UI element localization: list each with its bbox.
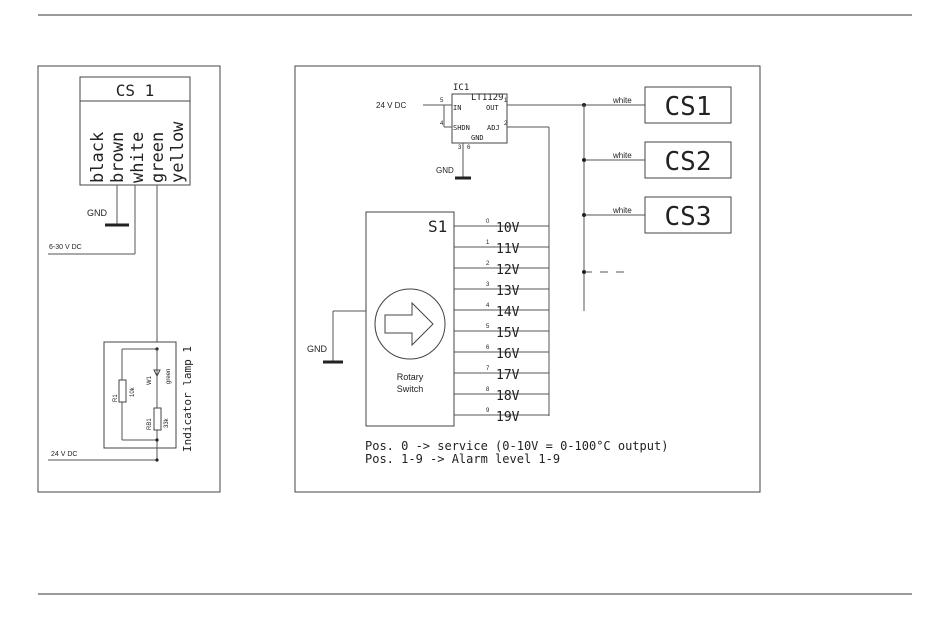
position-label: 19V [496, 410, 520, 425]
position-num: 9 [486, 408, 490, 414]
position-label: 10V [496, 221, 520, 236]
indicator-lamp-label: Indicator lamp 1 [181, 346, 194, 452]
supply2-label: 24 V DC [51, 451, 77, 458]
position-num: 8 [486, 387, 490, 393]
gnd-label: GND [87, 208, 108, 218]
wire-label-cs2: white [612, 151, 632, 160]
position-label: 15V [496, 326, 520, 341]
position-row-2: 2 12V [454, 261, 549, 278]
sensor-cs3-label: CS3 [665, 202, 712, 232]
position-row-5: 5 15V [454, 324, 549, 341]
switch-gnd-label: GND [307, 344, 328, 354]
wire-label-brown: brown [108, 132, 128, 183]
ic-pin-num-gnd-a: 3 [458, 145, 462, 151]
right-panel: IC1 LT1129 IN OUT SHDN ADJ GND 5 1 4 2 3… [294, 65, 761, 493]
position-label: 17V [496, 368, 520, 383]
ic-pin-in: IN [453, 104, 461, 112]
position-num: 2 [486, 261, 490, 267]
wire-label-green: green [148, 132, 168, 183]
junction-dot [582, 158, 586, 162]
position-num: 6 [486, 345, 490, 351]
led-symbol [153, 369, 161, 378]
resistor-r1 [118, 379, 127, 403]
ic-pin-shdn: SHDN [453, 124, 470, 132]
position-label: 16V [496, 347, 520, 362]
position-label: 18V [496, 389, 520, 404]
wire-label-white: white [128, 132, 148, 183]
junction-dot [155, 458, 159, 462]
note-line2: Pos. 1-9 -> Alarm level 1-9 [365, 452, 560, 466]
position-label: 12V [496, 263, 520, 278]
sensor-cs1 [644, 86, 732, 124]
led-color-label: green [166, 369, 172, 384]
ic-lt1129 [451, 93, 508, 144]
sensor-cs2-label: CS2 [665, 147, 712, 177]
position-label: 11V [496, 242, 520, 257]
note-line1: Pos. 0 -> service (0-10V = 0-100°C outpu… [365, 439, 668, 453]
ic-pin-num-adj: 2 [504, 121, 508, 127]
position-num: 7 [486, 366, 490, 372]
wire-label-cs1: white [612, 96, 632, 105]
ic-supply-label: 24 V DC [376, 101, 406, 110]
position-rows: 0 10V 1 11V 2 12V 3 13V 4 14V [454, 219, 549, 425]
arrow-right-icon [384, 301, 434, 347]
ic-pin-num-shdn: 4 [440, 121, 444, 127]
left-panel-frame [37, 65, 221, 493]
ic-pin-out: OUT [486, 104, 499, 112]
position-num: 5 [486, 324, 490, 330]
switch-caption-line1: Rotary [397, 372, 424, 382]
position-row-1: 1 11V [454, 240, 549, 257]
rb1-value: 33k [164, 417, 170, 428]
ic-pin-num-out: 1 [504, 98, 508, 104]
ic-gnd-label: GND [436, 166, 454, 175]
position-label: 13V [496, 284, 520, 299]
position-num: 3 [486, 282, 490, 288]
position-row-8: 8 18V [454, 387, 549, 404]
position-row-4: 4 14V [454, 303, 549, 320]
sensor-cs2 [644, 141, 732, 179]
left-panel: CS 1 black brown white green yellow GND … [37, 65, 221, 493]
connector-cs1 [79, 76, 191, 186]
right-panel-frame [294, 65, 761, 493]
wire-label-black: black [88, 132, 108, 183]
indicator-lamp-box [103, 341, 177, 449]
ic-pin-num-in: 5 [440, 98, 444, 104]
junction-dot [155, 438, 159, 442]
sensor-cs1-label: CS1 [665, 92, 712, 122]
position-num: 1 [486, 240, 490, 246]
switch-caption-line2: Switch [397, 384, 424, 394]
wire-labels: black brown white green yellow [88, 121, 188, 183]
position-num: 0 [486, 219, 490, 225]
ic-pin-gnd: GND [471, 134, 484, 142]
position-row-6: 6 16V [454, 345, 549, 362]
ic-part: LT1129 [471, 93, 504, 103]
position-num: 4 [486, 303, 490, 309]
r1-label: R1 [113, 394, 119, 402]
supply-label: 6-30 V DC [49, 244, 82, 251]
junction-dot [582, 213, 586, 217]
position-row-9: 9 19V [454, 408, 549, 425]
switch-ref: S1 [428, 217, 447, 236]
resistor-rb1 [153, 407, 162, 431]
sensor-cs3 [644, 196, 732, 234]
wire-label-yellow: yellow [168, 121, 188, 183]
r1-value: 10k [130, 386, 136, 397]
position-row-7: 7 17V [454, 366, 549, 383]
position-row-0: 0 10V [454, 219, 549, 236]
ic-pin-num-gnd-b: 6 [467, 145, 471, 151]
position-label: 14V [496, 305, 520, 320]
led-label: W1 [147, 375, 153, 385]
ic-pin-adj: ADJ [487, 124, 500, 132]
wire-label-cs3: white [612, 206, 632, 215]
connector-title: CS 1 [116, 81, 155, 100]
rb1-label: RB1 [147, 418, 153, 430]
ic-ref: IC1 [453, 83, 469, 93]
position-row-3: 3 13V [454, 282, 549, 299]
junction-dot [582, 270, 586, 274]
